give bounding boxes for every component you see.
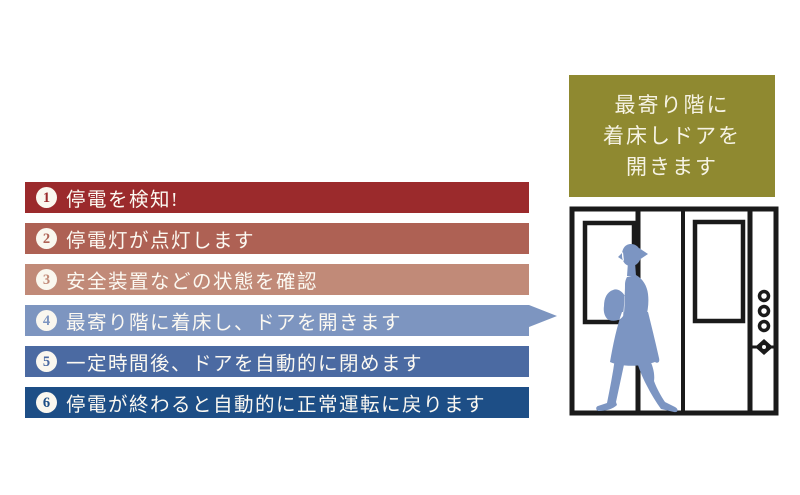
elevator-frame [569, 206, 779, 416]
callout-text: 最寄り階に 着床しドアを 開きます [603, 90, 741, 183]
step-row-1: 1 停電を検知! [25, 182, 529, 213]
right-door-window [692, 219, 746, 324]
elevator-button-icon [757, 319, 771, 333]
steps-list: 1 停電を検知! 2 停電灯が点灯します 3 安全装置などの状態を確認 4 最寄… [25, 182, 557, 418]
step-label: 最寄り階に着床し、ドアを開きます [66, 313, 403, 334]
callout-line-1: 最寄り階に [614, 92, 730, 117]
elevator-button-icon [757, 304, 771, 318]
walking-person-silhouette-icon [596, 244, 678, 413]
step-number-badge: 6 [36, 392, 57, 413]
step-label: 安全装置などの状態を確認 [66, 272, 319, 293]
step-label: 停電が終わると自動的に正常運転に戻ります [66, 395, 487, 416]
flow-arrow-icon [529, 305, 557, 327]
callout-line-3: 開きます [626, 154, 718, 179]
callout-line-2: 着床しドアを [603, 123, 741, 148]
elevator-button-icon [757, 289, 771, 303]
step-number-badge: 1 [36, 187, 57, 208]
step-label: 停電灯が点灯します [66, 231, 256, 252]
step-row-4: 4 最寄り階に着床し、ドアを開きます [25, 305, 557, 336]
step-label: 一定時間後、ドアを自動的に閉めます [66, 354, 424, 375]
key-switch-icon [750, 339, 778, 355]
callout-box: 最寄り階に 着床しドアを 開きます [569, 75, 775, 197]
step-number-badge: 3 [36, 269, 57, 290]
step-number-badge: 4 [36, 310, 57, 331]
step-row-6: 6 停電が終わると自動的に正常運転に戻ります [25, 387, 529, 418]
step-number-badge: 5 [36, 351, 57, 372]
elevator-doors-illustration [569, 206, 779, 416]
step-row-2: 2 停電灯が点灯します [25, 223, 529, 254]
step-number-badge: 2 [36, 228, 57, 249]
step-row-3: 3 安全装置などの状態を確認 [25, 264, 529, 295]
step-label: 停電を検知! [66, 190, 179, 211]
step-row-5: 5 一定時間後、ドアを自動的に閉めます [25, 346, 529, 377]
